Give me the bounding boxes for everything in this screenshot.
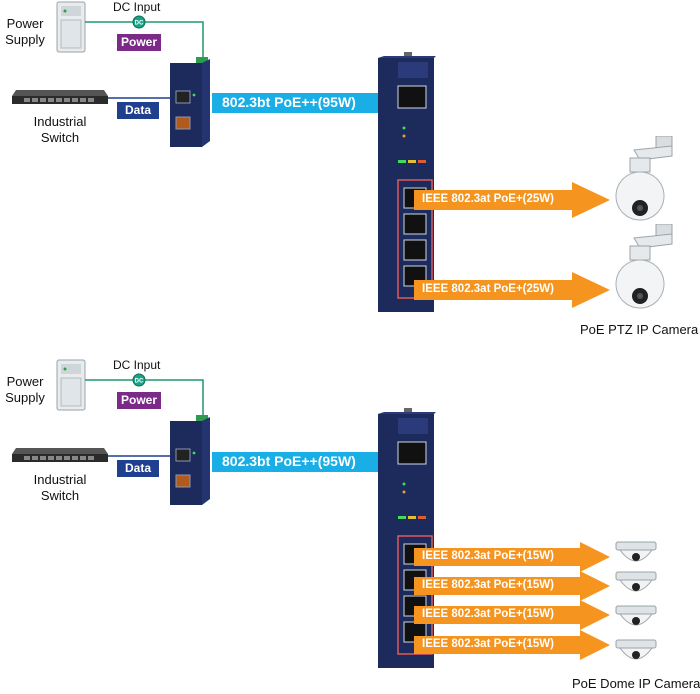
power-supply-label: Power Supply (5, 16, 45, 47)
switch-label: Industrial Switch (33, 472, 87, 503)
ptz-camera-icon (615, 136, 673, 221)
dc-input-label: DC Input (113, 0, 161, 14)
output-label-3: IEEE 802.3at PoE+(15W) (422, 608, 554, 620)
output-arrow-1 (414, 542, 610, 572)
output-arrow-4 (414, 630, 610, 660)
uplink-label: 802.3bt PoE++(95W) (222, 453, 356, 469)
dc-input-label: DC Input (113, 358, 161, 372)
dome-camera-icon (615, 541, 657, 562)
data-badge: Data (117, 460, 159, 477)
dc-plug-icon: DC (132, 15, 146, 29)
dc-wire (85, 21, 204, 60)
output-label-2: IEEE 802.3at PoE+(15W) (422, 579, 554, 591)
power-badge: Power (117, 34, 161, 51)
ptz-camera-icon (615, 224, 673, 309)
camera-caption: PoE PTZ IP Camera (580, 322, 699, 337)
power-supply-icon (56, 359, 86, 411)
dome-camera-icon (615, 605, 657, 626)
dc-icon-text: DC (135, 21, 144, 27)
dome-camera-icon (615, 571, 657, 592)
dome-camera-icon (615, 639, 657, 660)
output-arrow-2 (414, 272, 610, 308)
power-supply-label: Power Supply (5, 374, 45, 405)
uplink-label: 802.3bt PoE++(95W) (222, 94, 356, 110)
industrial-switch-icon (12, 448, 108, 462)
data-wire (108, 97, 170, 99)
output-label-1: IEEE 802.3at PoE+(15W) (422, 550, 554, 562)
power-badge: Power (117, 392, 161, 409)
power-supply-icon (56, 1, 86, 53)
output-label-2: IEEE 802.3at PoE+(25W) (422, 283, 554, 295)
poe-injector-icon (170, 57, 210, 147)
poe-injector-icon (170, 415, 210, 505)
output-label-1: IEEE 802.3at PoE+(25W) (422, 193, 554, 205)
dc-plug-icon: DC (132, 373, 146, 387)
output-arrow-1 (414, 182, 610, 218)
switch-label: Industrial Switch (33, 114, 87, 145)
output-label-4: IEEE 802.3at PoE+(15W) (422, 638, 554, 650)
industrial-switch-icon (12, 90, 108, 104)
dc-wire (85, 379, 204, 418)
data-wire (108, 455, 170, 457)
camera-caption: PoE Dome IP Camera (572, 676, 700, 691)
dc-icon-text: DC (135, 379, 144, 385)
output-arrow-2 (414, 571, 610, 601)
output-arrow-3 (414, 600, 610, 630)
data-badge: Data (117, 102, 159, 119)
